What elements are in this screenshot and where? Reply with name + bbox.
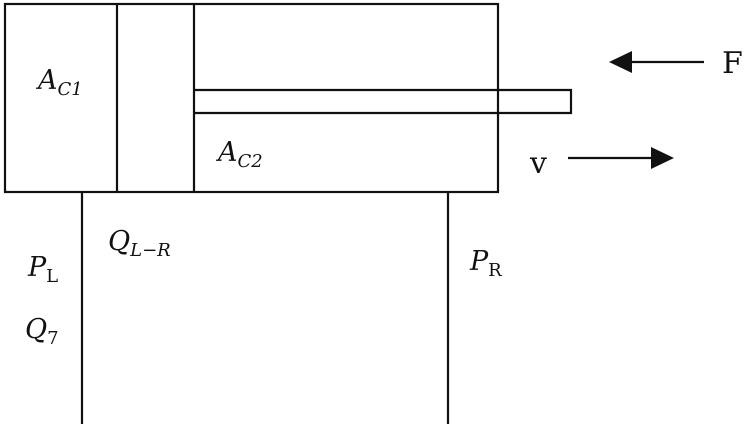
cylinder-body [3,2,500,194]
label-q-7: Q7 [25,314,59,349]
label-velocity: v [529,146,547,181]
piston-rod [194,88,573,115]
label-a-c2: AC2 [215,137,263,172]
label-q-l-r: QL−R [108,226,171,261]
label-p-r: PR [469,246,502,281]
label-p-l: PL [27,252,58,287]
force-arrow-head [609,51,632,73]
label-a-c1: AC1 [35,65,83,100]
label-force: F [722,46,743,81]
velocity-arrow-head [651,147,674,169]
